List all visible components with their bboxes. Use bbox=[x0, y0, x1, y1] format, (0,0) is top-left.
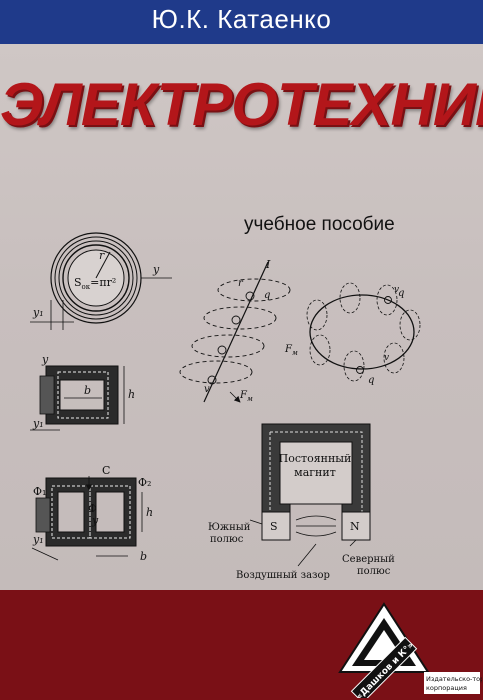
ellipse-v-bottom-label: v bbox=[384, 353, 389, 363]
ellipse-force-f: F bbox=[284, 344, 293, 355]
double-core-b-label: b bbox=[140, 550, 147, 563]
publisher-caption-line2: корпорация bbox=[426, 684, 467, 692]
helix-diagram: I r q Fм v bbox=[179, 258, 291, 403]
double-core-phi2-label: Φ₂ bbox=[138, 476, 151, 489]
single-core-y-label: y bbox=[41, 353, 49, 366]
helix-force-label: Fм bbox=[239, 390, 253, 403]
air-gap-label: Воздушный зазор bbox=[236, 570, 330, 581]
double-core-c-label: C bbox=[102, 464, 110, 477]
ellipse-force-sub: м bbox=[292, 349, 298, 357]
single-core-h-label: h bbox=[128, 388, 135, 401]
cover-background bbox=[0, 44, 483, 590]
double-core-y1-label: y₁ bbox=[32, 533, 44, 546]
ring-y-label: y bbox=[152, 263, 160, 276]
helix-force-sub: м bbox=[247, 395, 253, 403]
double-core-h-label: h bbox=[146, 506, 153, 519]
single-core-diagram: y b h y₁ bbox=[30, 353, 135, 431]
top-band bbox=[0, 0, 483, 44]
north-pole-label-line1: Северный bbox=[342, 554, 395, 565]
south-pole-label-line2: полюс bbox=[210, 534, 244, 545]
double-core-phi-label: Φ bbox=[88, 502, 97, 515]
helix-force-f: F bbox=[239, 390, 248, 401]
ring-radius-label: r bbox=[99, 249, 105, 262]
book-subtitle: учебное пособие bbox=[244, 214, 395, 235]
double-core-diagram: C Φ₁ Φ₂ Φ y h y₁ b bbox=[31, 464, 153, 563]
author-name: Ю.К. Катаенко bbox=[151, 4, 332, 34]
book-title: ЭЛЕКТРОТЕХНИКА bbox=[0, 71, 483, 138]
ring-area-sub: ок bbox=[82, 283, 91, 291]
south-pole-label-line1: Южный bbox=[208, 522, 251, 533]
helix-radius-label: r bbox=[238, 278, 244, 289]
helix-current-label: I bbox=[265, 258, 271, 271]
single-core-y1-label: y₁ bbox=[32, 417, 44, 430]
ring-y1-label: y₁ bbox=[32, 306, 44, 319]
helix-v-label: v bbox=[204, 384, 210, 395]
double-core-phi1-label: Φ₁ bbox=[33, 485, 46, 498]
publisher-logo: «Дашков и К°» Издательско-торговая корпо… bbox=[338, 602, 482, 698]
ellipse-trajectory-diagram: q q v v Fм bbox=[284, 282, 421, 386]
ring-area-s: S bbox=[74, 276, 82, 289]
single-core-b-label: b bbox=[84, 384, 91, 397]
ellipse-q-bottom-label: q bbox=[368, 375, 374, 386]
magnet-south-pole: S bbox=[270, 520, 278, 533]
ring-area-formula: =πr² bbox=[90, 276, 116, 289]
magnet-caption-line1: Постоянный bbox=[279, 452, 352, 465]
ring-coil-diagram: r Sок=πr² y y₁ bbox=[30, 232, 172, 330]
ring-area-label: Sок=πr² bbox=[74, 276, 116, 291]
permanent-magnet-diagram: Постоянный магнит S N Южный полюс Северн… bbox=[208, 423, 395, 581]
north-pole-label-line2: полюс bbox=[357, 566, 391, 577]
ellipse-force-label: Fм bbox=[284, 344, 298, 357]
magnet-north-pole: N bbox=[350, 520, 360, 533]
helix-q-label: q bbox=[264, 290, 270, 301]
double-core-y-label: y bbox=[91, 514, 99, 527]
ellipse-v-top-label: v bbox=[394, 285, 399, 295]
ellipse-q-top-label: q bbox=[398, 288, 404, 299]
publisher-caption-line1: Издательско-торговая bbox=[426, 675, 482, 683]
magnet-caption-line2: магнит bbox=[294, 466, 336, 479]
